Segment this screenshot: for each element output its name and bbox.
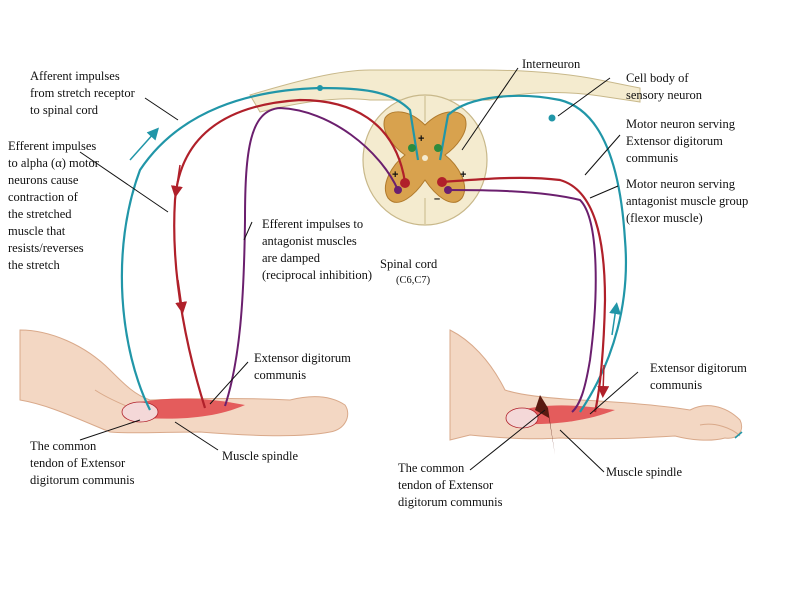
svg-text:The common: The common: [30, 439, 97, 453]
sign-plus-right: +: [460, 169, 466, 181]
svg-text:(flexor muscle): (flexor muscle): [626, 211, 703, 225]
svg-text:from stretch receptor: from stretch receptor: [30, 86, 136, 100]
label-motor-flexor: Motor neuron serving antagonist muscle g…: [626, 177, 748, 225]
antagonist-path-right: [447, 189, 597, 413]
svg-text:neurons cause: neurons cause: [8, 173, 79, 187]
label-spindle-right: Muscle spindle: [606, 465, 682, 479]
svg-text:Afferent impulses: Afferent impulses: [30, 69, 120, 83]
spinal-cord: [362, 94, 488, 226]
label-extensor-left: Extensor digitorum communis: [254, 351, 351, 382]
svg-text:Efferent impulses: Efferent impulses: [8, 139, 96, 153]
svg-text:Extensor digitorum: Extensor digitorum: [254, 351, 351, 365]
svg-text:Motor neuron serving: Motor neuron serving: [626, 117, 736, 131]
svg-text:muscle that: muscle that: [8, 224, 66, 238]
svg-text:Spinal cord: Spinal cord: [380, 257, 438, 271]
svg-text:Extensor digitorum: Extensor digitorum: [626, 134, 723, 148]
sign-plus-left: +: [392, 169, 398, 181]
label-tendon-right: The common tendon of Extensor digitorum …: [398, 461, 503, 509]
label-efferent-alpha: Efferent impulses to alpha (α) motor neu…: [8, 139, 100, 272]
svg-text:antagonist muscle group: antagonist muscle group: [626, 194, 748, 208]
sensory-cell-body: [548, 114, 556, 122]
label-afferent: Afferent impulses from stretch receptor …: [30, 69, 136, 117]
efferent-path-left: [173, 98, 407, 409]
efferent-arrow-left-2: [175, 279, 188, 314]
afferent-arrow-left: [129, 127, 159, 161]
label-cell-body: Cell body of sensory neuron: [626, 71, 703, 102]
afferent-path-left: [120, 86, 420, 411]
antagonist-neuron-right: [444, 186, 452, 194]
svg-text:Efferent impulses to: Efferent impulses to: [262, 217, 363, 231]
svg-text:the stretched: the stretched: [8, 207, 72, 221]
label-tendon-left: The common tendon of Extensor digitorum …: [30, 439, 135, 487]
left-arm: [19, 329, 349, 437]
svg-text:resists/reverses: resists/reverses: [8, 241, 84, 255]
sign-plus-upper: +: [418, 133, 424, 145]
label-interneuron: Interneuron: [522, 57, 581, 71]
efferent-arrow-right: [597, 364, 610, 398]
label-motor-extensor: Motor neuron serving Extensor digitorum …: [626, 117, 736, 165]
svg-text:the stretch: the stretch: [8, 258, 60, 272]
antagonist-path-left: [224, 106, 399, 407]
alpha-motor-neuron-right: [437, 177, 447, 187]
svg-text:communis: communis: [650, 378, 702, 392]
leader-lines: [79, 67, 639, 473]
svg-text:to alpha (α) motor: to alpha (α) motor: [8, 156, 100, 170]
interneuron-cell: [434, 144, 442, 152]
antagonist-neuron-left: [394, 186, 402, 194]
label-efferent-antagonist: Efferent impulses to antagonist muscles …: [262, 217, 372, 282]
svg-text:Motor neuron serving: Motor neuron serving: [626, 177, 736, 191]
afferent-arrow-right: [609, 302, 622, 336]
svg-text:(reciprocal inhibition): (reciprocal inhibition): [262, 268, 372, 282]
afferent-path-right: [438, 94, 628, 413]
sensory-cell-body-left: [317, 85, 323, 91]
efferent-arrow-left-1: [170, 164, 183, 198]
label-spindle-left: Muscle spindle: [222, 449, 298, 463]
sign-minus: –: [434, 193, 440, 205]
svg-text:tendon of Extensor: tendon of Extensor: [30, 456, 126, 470]
svg-text:digitorum communis: digitorum communis: [30, 473, 135, 487]
svg-text:Extensor digitorum: Extensor digitorum: [650, 361, 747, 375]
svg-text:antagonist muscles: antagonist muscles: [262, 234, 357, 248]
svg-text:The common: The common: [398, 461, 465, 475]
svg-text:(C6,C7): (C6,C7): [396, 275, 431, 286]
svg-text:contraction of: contraction of: [8, 190, 79, 204]
svg-text:digitorum communis: digitorum communis: [398, 495, 503, 509]
efferent-path-right: [441, 176, 607, 413]
svg-text:to spinal cord: to spinal cord: [30, 103, 99, 117]
svg-text:communis: communis: [254, 368, 306, 382]
svg-text:communis: communis: [626, 151, 678, 165]
label-spinal-cord: Spinal cord (C6,C7): [380, 257, 438, 286]
right-arm: [449, 329, 743, 455]
svg-text:sensory neuron: sensory neuron: [626, 88, 703, 102]
label-extensor-right: Extensor digitorum communis: [650, 361, 747, 392]
svg-text:Cell body of: Cell body of: [626, 71, 689, 85]
interneuron-cell-left: [408, 144, 416, 152]
svg-text:are damped: are damped: [262, 251, 321, 265]
nerve-sheath: [249, 69, 641, 113]
svg-text:tendon of Extensor: tendon of Extensor: [398, 478, 494, 492]
alpha-motor-neuron-left: [400, 178, 410, 188]
